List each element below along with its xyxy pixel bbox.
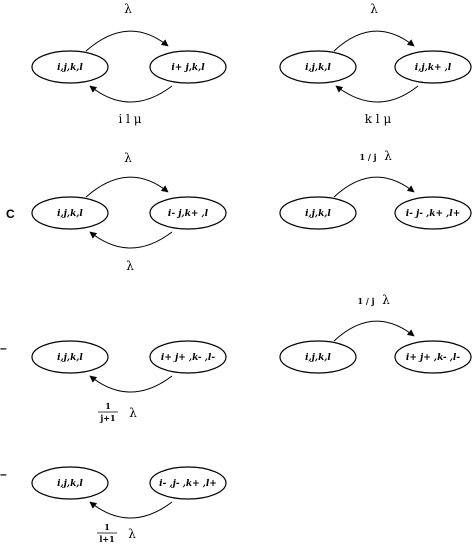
- panel-3: C i,j,k,l i- j,k+ ,l λ λ: [6, 151, 227, 273]
- forward-rate-label: λ: [384, 149, 392, 163]
- right-state-label: i,j,k+ ,l: [415, 63, 452, 73]
- forward-rate-fraction: 1 / j: [360, 152, 377, 162]
- backward-rate-fraction-denominator: l+1: [99, 534, 114, 544]
- right-state-node: [149, 50, 227, 84]
- left-state-node: [279, 196, 357, 230]
- left-state-node: [31, 340, 109, 374]
- backward-rate-label: i l μ: [118, 112, 141, 126]
- left-state-label: i,j,k,l: [305, 353, 331, 363]
- left-state-node: [279, 50, 357, 84]
- left-state-node: [31, 466, 109, 500]
- left-state-label: i,j,k,l: [57, 63, 83, 73]
- right-state-node: [149, 340, 227, 374]
- backward-rate-fraction-numerator: 1: [105, 401, 111, 411]
- panel-1: i,j,k,l i+ j,k,l λ i l μ: [31, 2, 227, 126]
- forward-rate-label: λ: [370, 2, 378, 16]
- backward-arrow: [335, 85, 419, 103]
- forward-rate-label: λ: [124, 151, 132, 165]
- row-mark-label: –: [0, 467, 7, 481]
- forward-rate-label: λ: [382, 293, 390, 307]
- right-state-node: [394, 340, 472, 374]
- right-state-label: i+ j,k,l: [171, 63, 205, 73]
- backward-arrow: [89, 231, 173, 249]
- left-state-label: i,j,k,l: [57, 353, 83, 363]
- forward-arrow: [85, 176, 169, 198]
- row-mark-label: C: [6, 207, 15, 221]
- right-state-label: i- ,j- ,k+ ,l+: [159, 479, 217, 489]
- right-state-label: i+ j+ ,k- ,l-: [161, 353, 215, 363]
- backward-arrow: [89, 375, 173, 393]
- backward-rate-fraction-numerator: 1: [104, 522, 110, 532]
- right-state-node: [394, 50, 472, 84]
- forward-arrow: [333, 320, 415, 342]
- right-state-node: [149, 466, 227, 500]
- panel-4: i,j,k,l i- j- ,k+ ,l+ 1 / j λ: [279, 149, 472, 230]
- backward-arrow: [89, 501, 173, 519]
- left-state-label: i,j,k,l: [57, 209, 83, 219]
- panel-2: i,j,k,l i,j,k+ ,l λ k l μ: [279, 2, 472, 126]
- backward-rate-label: k l μ: [365, 112, 392, 126]
- forward-arrow: [85, 30, 169, 52]
- backward-rate-fraction-denominator: j+1: [99, 413, 115, 423]
- left-state-node: [31, 50, 109, 84]
- forward-arrow: [333, 176, 415, 198]
- panel-6: i,j,k,l i+ j+ ,k- ,l- 1 / j λ: [279, 293, 472, 374]
- right-state-label: i+ j+ ,k- ,l-: [406, 353, 460, 363]
- row-mark-label: –: [0, 341, 7, 355]
- left-state-label: i,j,k,l: [305, 209, 331, 219]
- forward-arrow: [333, 30, 415, 52]
- panel-7: – i,j,k,l i- ,j- ,k+ ,l+ 1 l+1 λ: [0, 466, 227, 544]
- panel-5: – i,j,k,l i+ j+ ,k- ,l- 1 j+1 λ: [0, 340, 227, 423]
- right-state-node: [394, 196, 472, 230]
- right-state-label: i- j,k+ ,l: [168, 209, 209, 219]
- forward-rate-fraction: 1 / j: [358, 296, 375, 306]
- left-state-node: [279, 340, 357, 374]
- backward-rate-label: λ: [128, 527, 136, 541]
- left-state-label: i,j,k,l: [305, 63, 331, 73]
- backward-rate-label: λ: [126, 259, 134, 273]
- left-state-node: [31, 196, 109, 230]
- right-state-label: i- j- ,k+ ,l+: [406, 209, 461, 219]
- forward-rate-label: λ: [124, 2, 132, 16]
- backward-rate-label: λ: [129, 406, 137, 420]
- right-state-node: [149, 196, 227, 230]
- backward-arrow: [89, 85, 173, 103]
- left-state-label: i,j,k,l: [57, 479, 83, 489]
